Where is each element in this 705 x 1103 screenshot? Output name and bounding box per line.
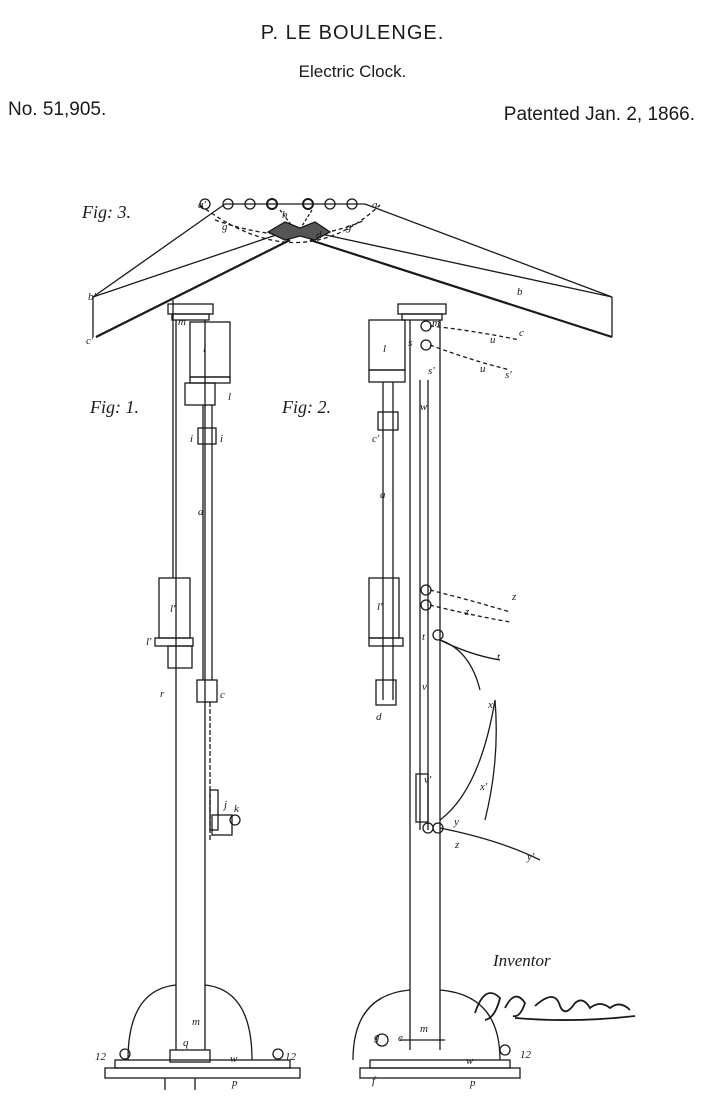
ref-g: g <box>346 221 352 233</box>
ref-i-right: i <box>220 433 223 445</box>
invention-title: Electric Clock. <box>298 62 407 81</box>
ref-z-upper: z <box>511 591 517 603</box>
ref-k: k <box>234 803 240 815</box>
inventor-name: P. LE BOULENGE. <box>260 22 445 44</box>
fig3-label: Fig: 3. <box>81 202 131 222</box>
ref-g-prime: g' <box>222 221 231 233</box>
ref-s-prime-right: s' <box>505 369 512 381</box>
ref-c-fig1: c <box>220 689 225 701</box>
ref-l-side: l <box>228 391 231 403</box>
ref-t: t <box>422 631 426 643</box>
ref-c-prime: c' <box>86 335 94 347</box>
ref-i-left: i <box>190 433 193 445</box>
ref-t-right: t <box>497 651 501 663</box>
ref-12-fig2: 12 <box>520 1049 532 1061</box>
ref-c: c <box>519 327 524 339</box>
ref-x: x <box>487 699 493 711</box>
ref-b: b <box>517 286 523 298</box>
ref-u-lower: u <box>480 363 486 375</box>
ref-d: d <box>316 229 322 241</box>
ref-q: q <box>183 1037 189 1049</box>
patent-date: Patented Jan. 2, 1866. <box>503 104 695 125</box>
ref-y-prime: y' <box>526 851 535 863</box>
ref-h: h <box>282 209 288 221</box>
fig3-frame <box>92 198 613 339</box>
patent-number: No. 51,905. <box>8 99 107 120</box>
ref-m-fig1: m <box>178 316 186 328</box>
fig1-column <box>104 300 301 1090</box>
ref-m-fig2: m <box>432 317 440 329</box>
ref-p-fig1: p <box>231 1077 238 1089</box>
ref-u: u <box>490 334 496 346</box>
ref-l-prime: l' <box>170 603 176 615</box>
ref-w-fig2: w <box>420 401 428 413</box>
ref-x-prime: x' <box>479 781 488 793</box>
ref-f: f <box>372 1075 377 1087</box>
ref-j: j <box>222 799 227 811</box>
ref-p-fig2: p <box>469 1077 476 1089</box>
ref-12-right: 12 <box>285 1051 297 1063</box>
ref-l-fig2: l <box>383 343 386 355</box>
ref-v-prime: v' <box>424 774 432 786</box>
ref-a: a <box>372 199 378 211</box>
fig2-column <box>352 303 541 1079</box>
ref-w-fig2-base: w <box>466 1055 474 1067</box>
ref-a-fig2: a <box>380 489 386 501</box>
ref-g-fig2: g <box>374 1031 380 1043</box>
ref-l-prime-fig2: l' <box>377 601 383 613</box>
ref-a-fig1: a <box>198 506 204 518</box>
ref-r: r <box>160 688 165 700</box>
ref-l-prime-side: l' <box>146 636 152 648</box>
ref-z-lower: z <box>454 839 460 851</box>
ref-m-fig2-base: m <box>420 1023 428 1035</box>
ref-w-fig1: w <box>230 1053 238 1065</box>
ref-y: y <box>453 816 459 828</box>
ref-s: s <box>408 337 412 349</box>
fig1-label: Fig: 1. <box>89 397 139 417</box>
ref-v: v <box>422 681 427 693</box>
ref-e: e <box>398 1032 403 1044</box>
ref-m-base: m <box>192 1016 200 1028</box>
ref-s-prime: s' <box>428 365 435 377</box>
ref-c-prime-fig2: c' <box>372 433 380 445</box>
ref-b-prime: b' <box>88 291 97 303</box>
inventor-signature <box>474 992 636 1021</box>
ref-a-prime: a' <box>198 199 207 211</box>
ref-z-mid: z <box>464 606 470 618</box>
ref-12-left: 12 <box>95 1051 107 1063</box>
fig2-label: Fig: 2. <box>281 397 331 417</box>
ref-d-fig2: d <box>376 711 382 723</box>
ref-l-fig1: l <box>203 343 206 355</box>
inventor-caption: Inventor <box>493 951 551 970</box>
